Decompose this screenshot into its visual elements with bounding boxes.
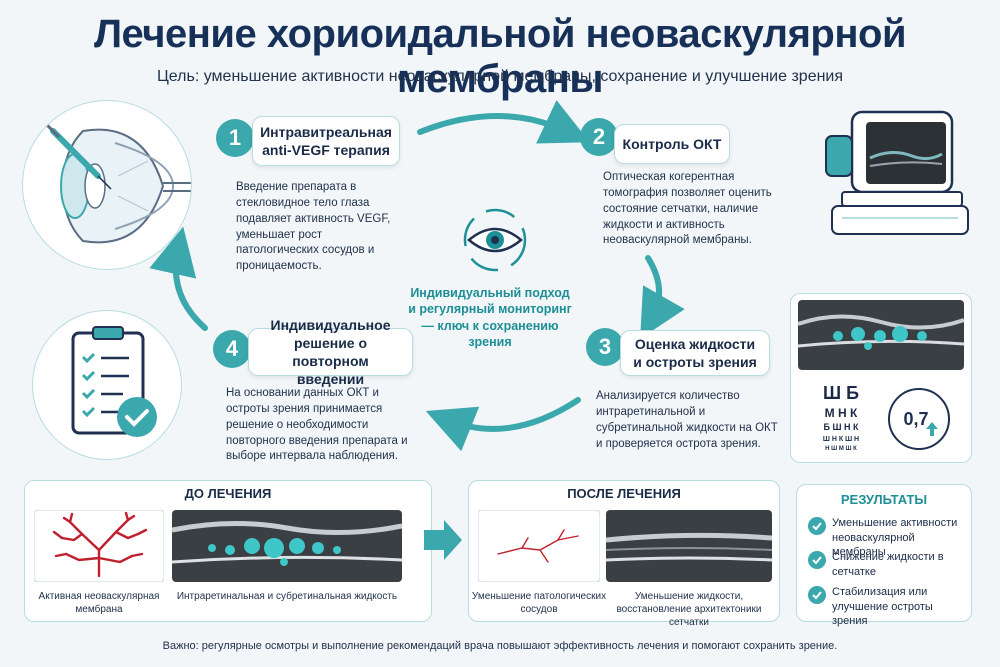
arrow-1-to-2	[417, 100, 590, 144]
result-item-3: Стабилизация или улучшение остроты зрени…	[808, 585, 968, 629]
clipboard-illustration	[32, 310, 182, 460]
result-item-3-text: Стабилизация или улучшение остроты зрени…	[832, 586, 933, 628]
step-2-number: 2	[580, 118, 618, 156]
after-treatment-title: ПОСЛЕ ЛЕЧЕНИЯ	[567, 486, 681, 501]
step-1-description: Введение препарата в стекловидное тело г…	[236, 181, 391, 273]
check-circle-icon	[808, 551, 826, 569]
before-oct-scan	[172, 510, 402, 582]
before-caption-right: Интраретинальная и субретинальная жидкос…	[176, 591, 398, 602]
before-treatment-title: ДО ЛЕЧЕНИЯ	[184, 486, 272, 501]
step-1-title: Интравитреальная anti-VEGF терапия	[252, 116, 400, 166]
arrow-up-icon	[926, 422, 938, 436]
eye-chart-row-1: Ш Б	[822, 383, 860, 403]
oct-scan-fluid-image	[798, 300, 964, 370]
page-title: Лечение хориоидальной неоваскулярной мем…	[93, 12, 907, 101]
step-2-title: Контроль ОКТ	[614, 124, 730, 164]
result-item-2-text: Снижение жидкости в сетчатке	[832, 551, 944, 578]
results-panel	[796, 484, 972, 622]
eye-chart-row-5: Н Ш М Ш К	[825, 445, 857, 452]
step-3-number: 3	[586, 328, 624, 366]
monitoring-eye-icon	[463, 208, 527, 272]
check-circle-icon	[808, 586, 826, 604]
step-4-number: 4	[213, 330, 251, 368]
result-item-1-text: Уменьшение активности неоваскулярной мем…	[832, 517, 958, 559]
acuity-badge: 0,7	[888, 388, 950, 450]
eye-chart-row-2: М Н К	[824, 405, 858, 420]
step-3-description: Анализируется количество интраретинально…	[596, 390, 778, 450]
eye-anatomy-icon	[39, 117, 191, 244]
before-caption-left: Активная неоваскулярная мембрана	[38, 591, 160, 615]
after-caption-right: Уменьшение жидкости, восстановление архи…	[616, 591, 762, 628]
active-membrane-vessels-image	[34, 510, 164, 582]
step-4-title: Индивидуальное решение о повторном введе…	[248, 317, 413, 387]
check-circle-icon	[808, 517, 826, 535]
footer-note: Важно: регулярные осмотры и выполнение р…	[162, 640, 838, 652]
center-message: Индивидуальный подход и регулярный монит…	[408, 286, 572, 349]
oct-fluid-image	[172, 520, 402, 566]
step-4-description: На основании данных ОКТ и остроты зрения…	[226, 387, 408, 463]
checklist-icon	[71, 326, 157, 437]
eye-chart-row-3: Б Ш Н К	[823, 421, 859, 432]
result-item-1: Уменьшение активности неоваскулярной мем…	[808, 516, 968, 560]
step-3-title: Оценка жидкости и остроты зрения	[620, 330, 770, 376]
arrow-2-to-3	[640, 255, 685, 339]
acuity-value: 0,7	[903, 408, 929, 429]
after-oct-scan	[606, 510, 772, 582]
oct-device-illustration	[825, 110, 969, 235]
eye-injection-illustration	[22, 100, 192, 270]
reduced-vessels-image	[478, 510, 600, 582]
after-caption-left: Уменьшение патологических сосудов	[471, 591, 607, 615]
eye-chart-row-4: Ш Н К Ш Н	[822, 435, 860, 443]
result-item-2: Снижение жидкости в сетчатке	[808, 550, 968, 579]
step-2-description: Оптическая когерентная томография позвол…	[603, 171, 772, 247]
oct-restored-image	[606, 532, 772, 562]
step-1-number: 1	[216, 119, 254, 157]
arrow-3-to-4	[425, 397, 581, 452]
eye-chart: Ш Б М Н К Б Ш Н К Ш Н К Ш Н Н Ш М Ш К	[806, 383, 876, 452]
page-subtitle: Цель: уменьшение активности неоваскулярн…	[156, 68, 844, 85]
arrow-4-to-1	[149, 226, 208, 331]
before-after-arrow-icon	[424, 520, 462, 560]
results-title: РЕЗУЛЬТАТЫ	[840, 492, 928, 507]
